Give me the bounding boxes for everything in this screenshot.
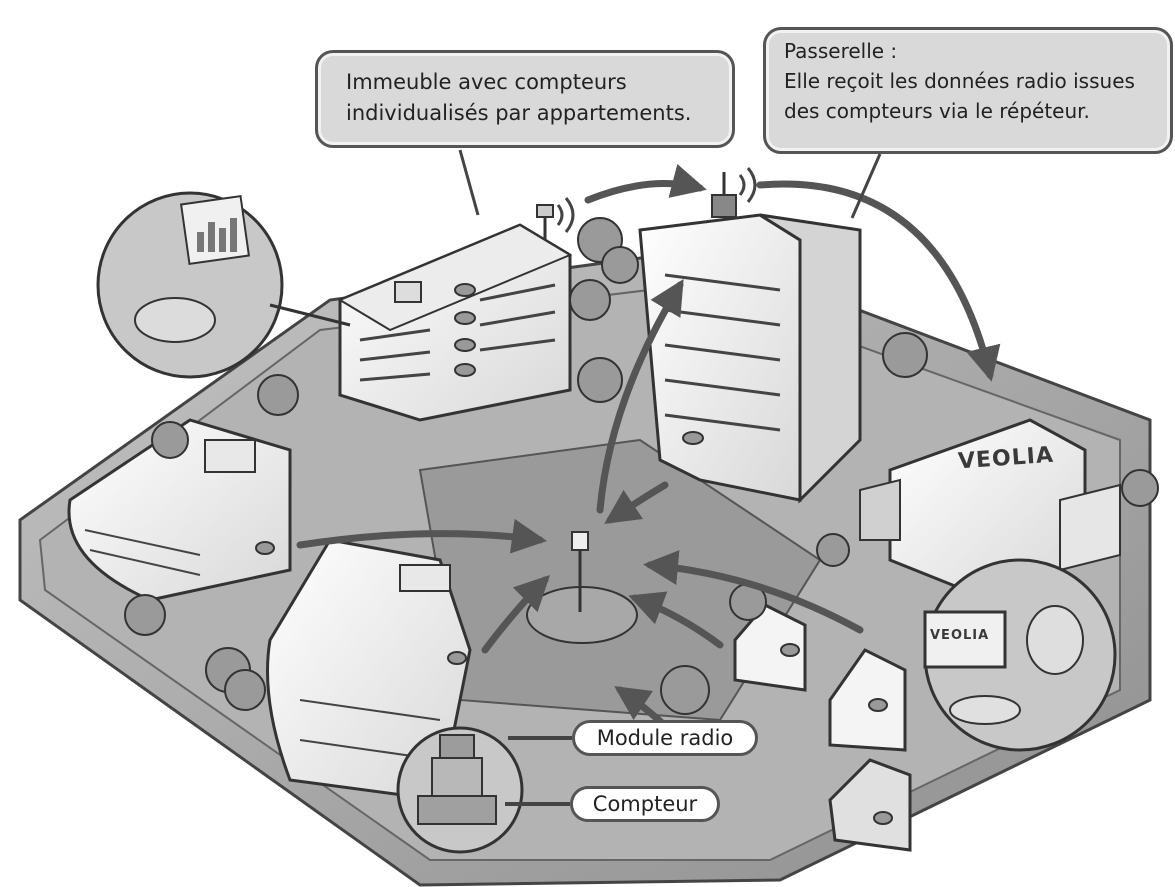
callout-building-line-2: individualisés par appartements.	[346, 101, 692, 125]
lower-left-building	[266, 538, 472, 802]
callout-gateway-line-2: Elle reçoit les données radio issues	[784, 69, 1135, 93]
radio-waves	[556, 167, 757, 233]
customer-computer-vignette	[96, 191, 351, 379]
callout-building-meters: Immeuble avec compteurs individualisés p…	[315, 50, 735, 148]
label-module-radio: Module radio	[572, 720, 758, 756]
veolia-logo-screen: VEOLIA	[930, 628, 990, 643]
callout-building-line-1: Immeuble avec compteurs	[346, 70, 627, 94]
callout-gateway-line-3: des compteurs via le répéteur.	[784, 99, 1090, 123]
meter-module-vignette	[396, 726, 572, 854]
tall-tower-gateway	[638, 172, 862, 504]
data-flow-arrows	[296, 164, 1001, 744]
callout-gateway-line-1: Passerelle :	[784, 39, 898, 63]
callout-gateway: Passerelle : Elle reçoit les données rad…	[763, 27, 1173, 154]
veolia-headquarters	[859, 418, 1121, 602]
label-compteur: Compteur	[570, 786, 720, 822]
trees	[124, 217, 1159, 715]
apartment-building-meters	[337, 204, 573, 422]
left-office-building	[67, 418, 292, 602]
callout-pointers	[458, 149, 882, 219]
veolia-operator-vignette	[923, 558, 1117, 752]
